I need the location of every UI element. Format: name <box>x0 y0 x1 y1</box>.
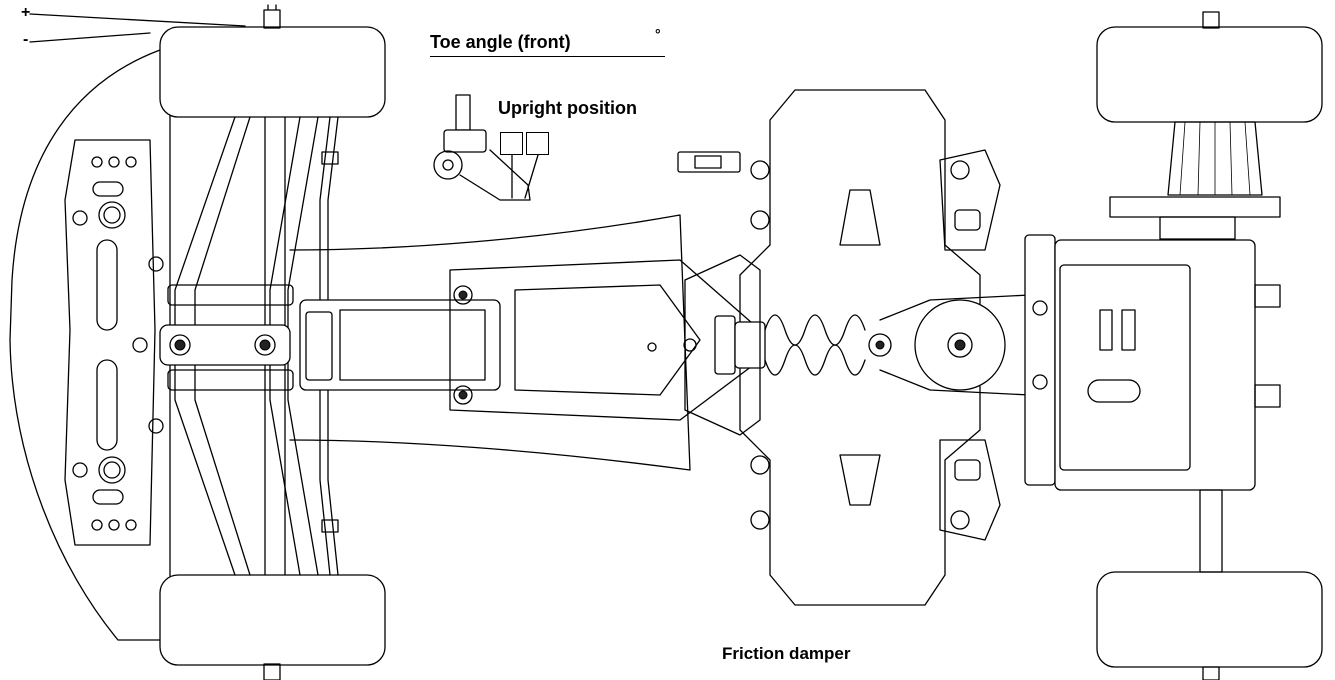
upright-position-box-1[interactable] <box>500 132 523 155</box>
toe-minus-sign: - <box>23 31 29 48</box>
friction-damper-value[interactable] <box>722 666 882 680</box>
front-bumper <box>9 49 171 641</box>
toe-angle-value[interactable] <box>585 32 650 54</box>
friction-damper <box>683 254 892 436</box>
toe-plus-sign: + <box>21 4 31 21</box>
toe-angle-underline <box>430 56 665 57</box>
rear-right-wheel <box>1096 489 1323 680</box>
main-chassis <box>289 214 761 471</box>
toe-reference-lines <box>29 13 246 43</box>
front-right-wheel <box>159 574 386 680</box>
friction-damper-title: Friction damper <box>722 644 851 663</box>
center-bulkhead <box>677 89 981 606</box>
degree-sign: ° <box>655 26 661 42</box>
upright-position-title: Upright position <box>498 98 637 118</box>
front-left-wheel <box>159 4 386 118</box>
rear-differential <box>1109 121 1281 240</box>
motor-and-mount <box>914 234 1281 491</box>
toe-angle-title: Toe angle (front) <box>430 32 571 52</box>
front-suspension <box>148 116 339 576</box>
front-body-mount-plate <box>64 139 156 546</box>
rear-left-wheel <box>1096 11 1323 123</box>
upright-position-box-2[interactable] <box>526 132 549 155</box>
upright-icon <box>433 94 539 201</box>
